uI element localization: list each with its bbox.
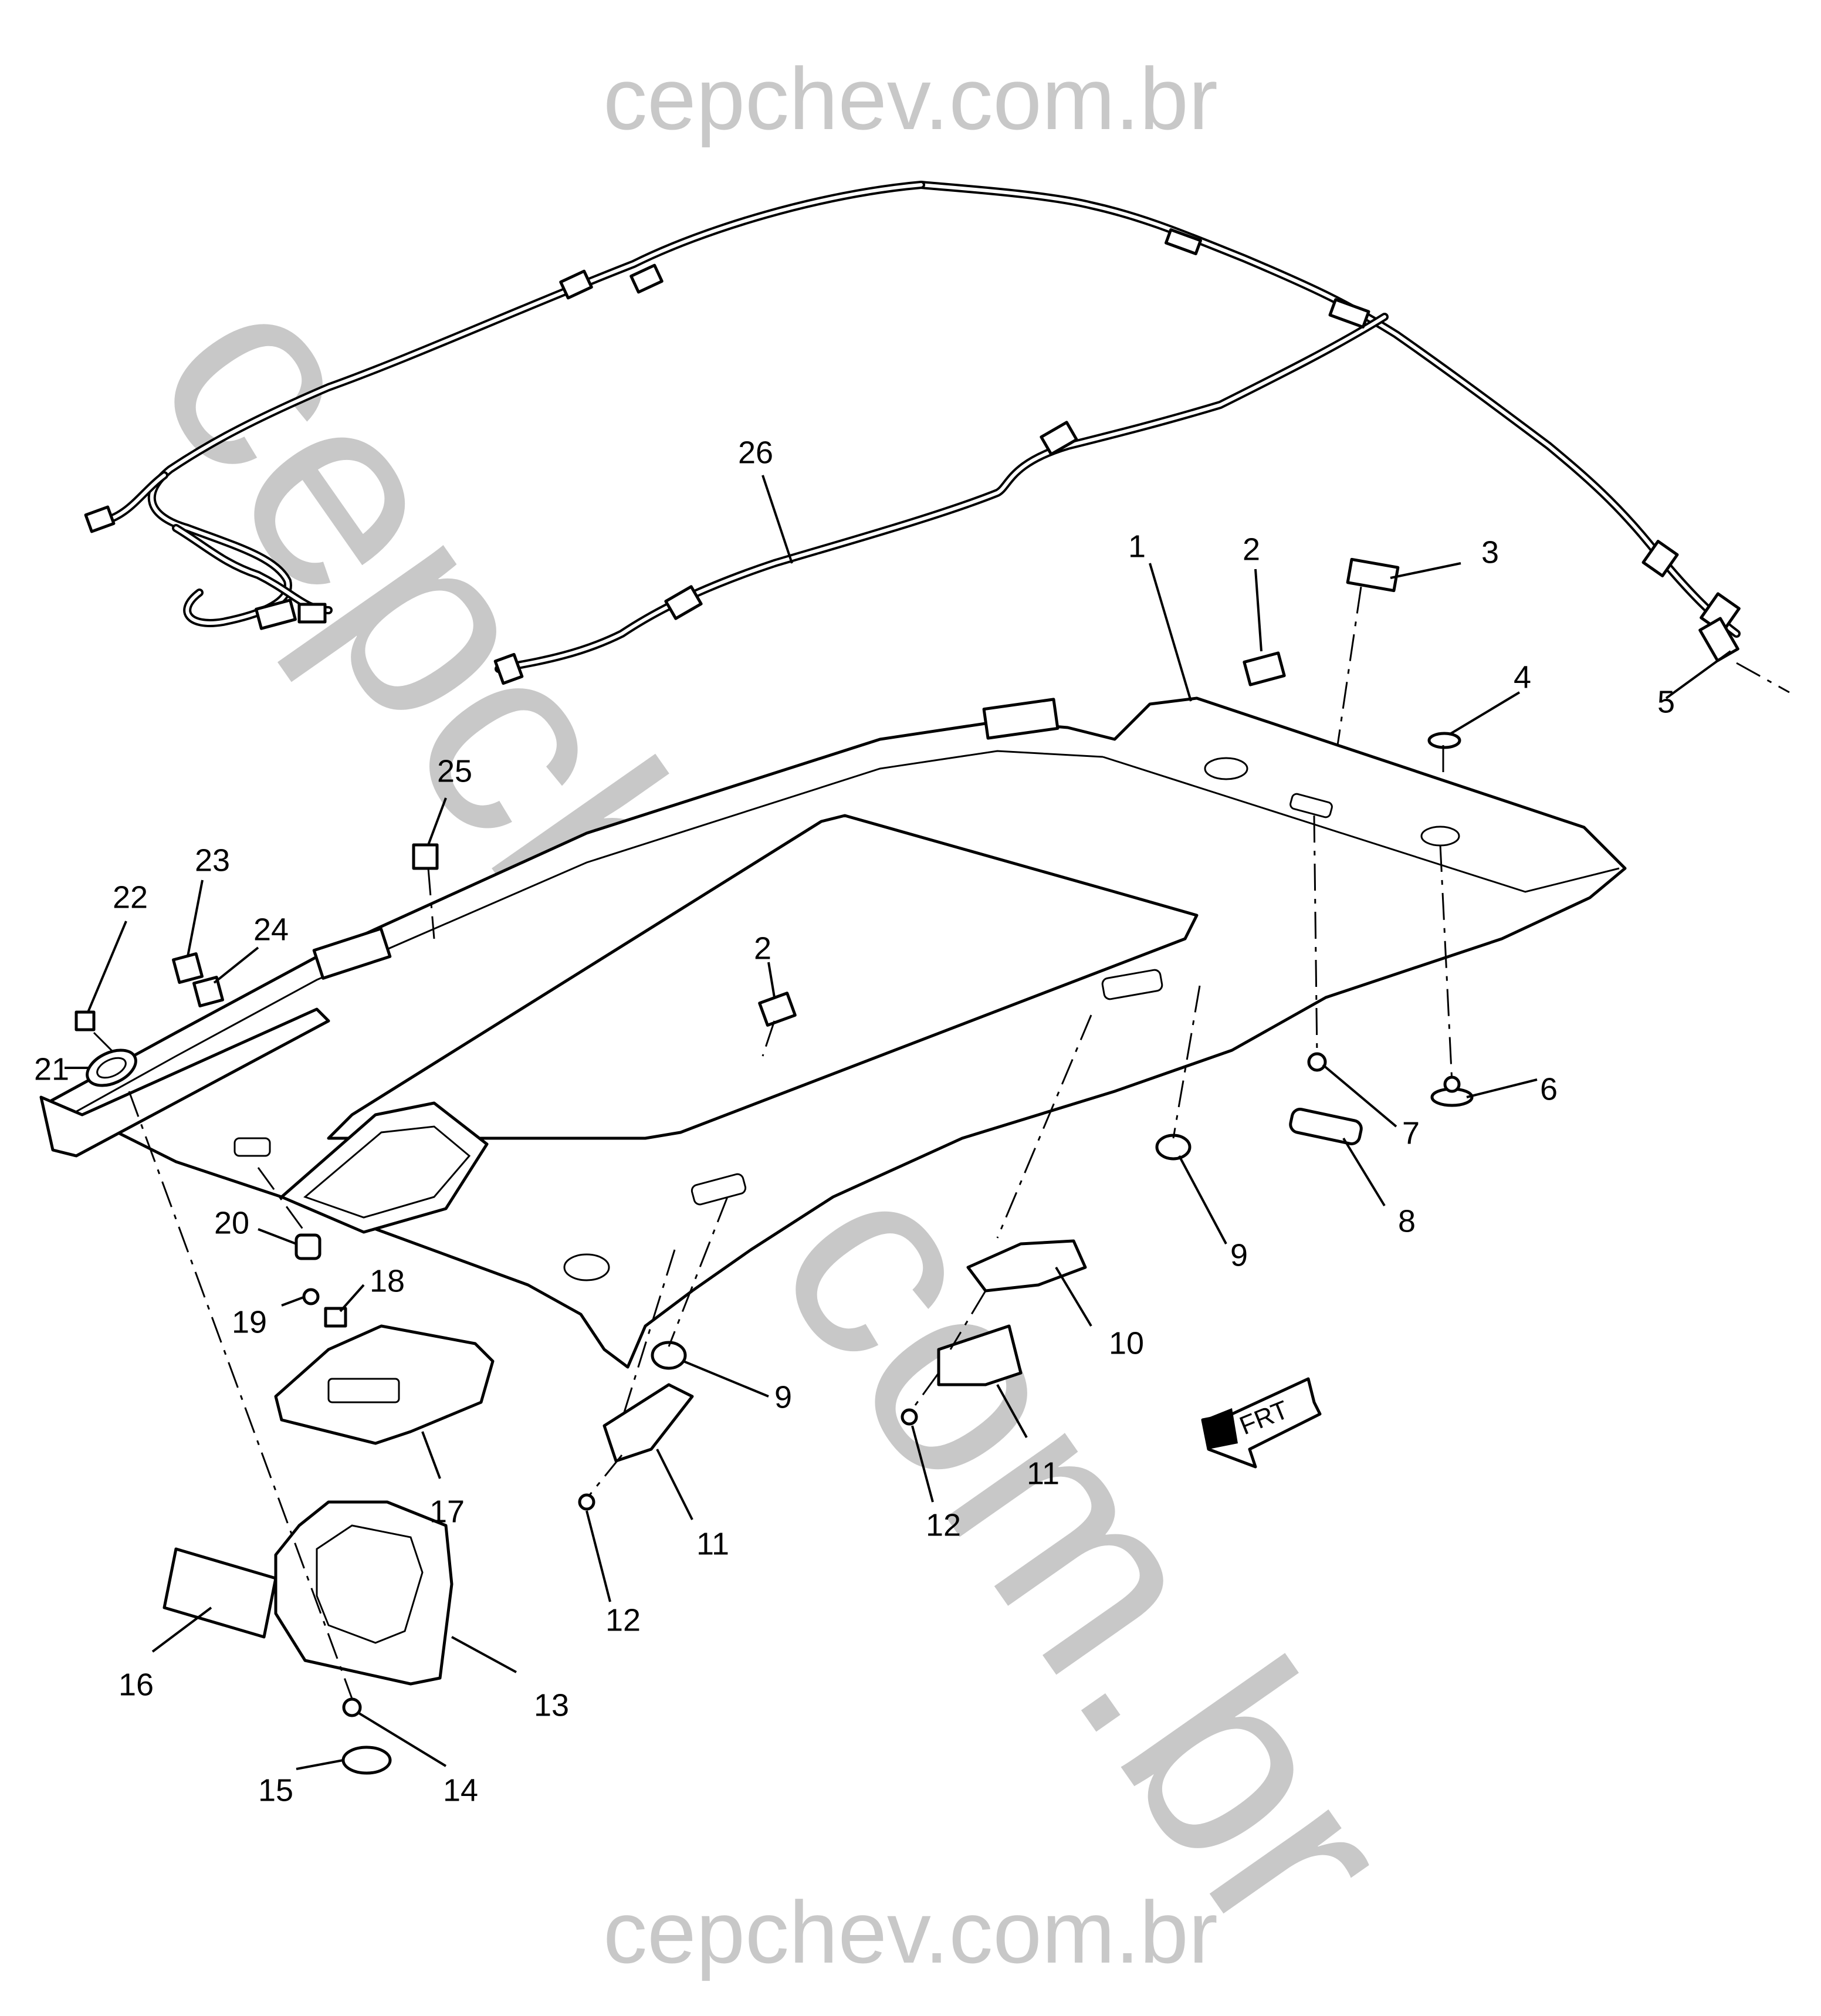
callout-19: 19 [232, 1304, 267, 1340]
front-direction-arrow: FRT [1201, 1377, 1322, 1469]
headliner-wiring-harness [84, 181, 1741, 685]
callout-2-center: 2 [754, 931, 771, 966]
callout-14: 14 [443, 1773, 478, 1808]
callout-17: 17 [429, 1494, 465, 1529]
callout-1: 1 [1128, 529, 1146, 564]
callout-3: 3 [1481, 535, 1499, 570]
callout-7: 7 [1402, 1115, 1420, 1151]
alignment-lines [93, 586, 1790, 1699]
callout-18: 18 [370, 1263, 405, 1298]
small-parts [75, 557, 1739, 1775]
callout-15: 15 [258, 1773, 293, 1808]
callout-labels: 1 2 2 3 4 5 6 7 8 9 9 10 11 11 12 12 13 … [34, 435, 1675, 1808]
callout-4: 4 [1514, 659, 1531, 695]
callout-26: 26 [738, 435, 773, 470]
callout-2-top: 2 [1243, 532, 1260, 567]
callout-8: 8 [1398, 1203, 1416, 1239]
callout-6: 6 [1540, 1071, 1558, 1107]
watermark-top: cepchev.com.br [603, 49, 1218, 148]
callout-20: 20 [214, 1205, 249, 1240]
callout-11-right: 11 [1027, 1456, 1060, 1491]
callout-9-bottom: 9 [774, 1379, 792, 1415]
callout-25: 25 [437, 753, 472, 789]
callout-12-left: 12 [605, 1602, 641, 1638]
front-trim-strip [39, 1007, 330, 1158]
callout-21: 21 [34, 1051, 69, 1087]
headliner-panel [45, 696, 1627, 1369]
callout-12-right: 12 [926, 1507, 961, 1543]
callout-9-right: 9 [1230, 1237, 1248, 1273]
callout-5: 5 [1657, 684, 1675, 719]
callout-22: 22 [113, 880, 148, 915]
watermark-bottom: cepchev.com.br [603, 1883, 1218, 1981]
callout-11-left: 11 [696, 1526, 729, 1561]
callout-10: 10 [1109, 1325, 1144, 1361]
leader-lines [65, 475, 1732, 1770]
callout-13: 13 [534, 1687, 569, 1723]
callout-16: 16 [119, 1667, 154, 1702]
callout-23: 23 [195, 843, 230, 878]
callout-24: 24 [253, 912, 289, 947]
